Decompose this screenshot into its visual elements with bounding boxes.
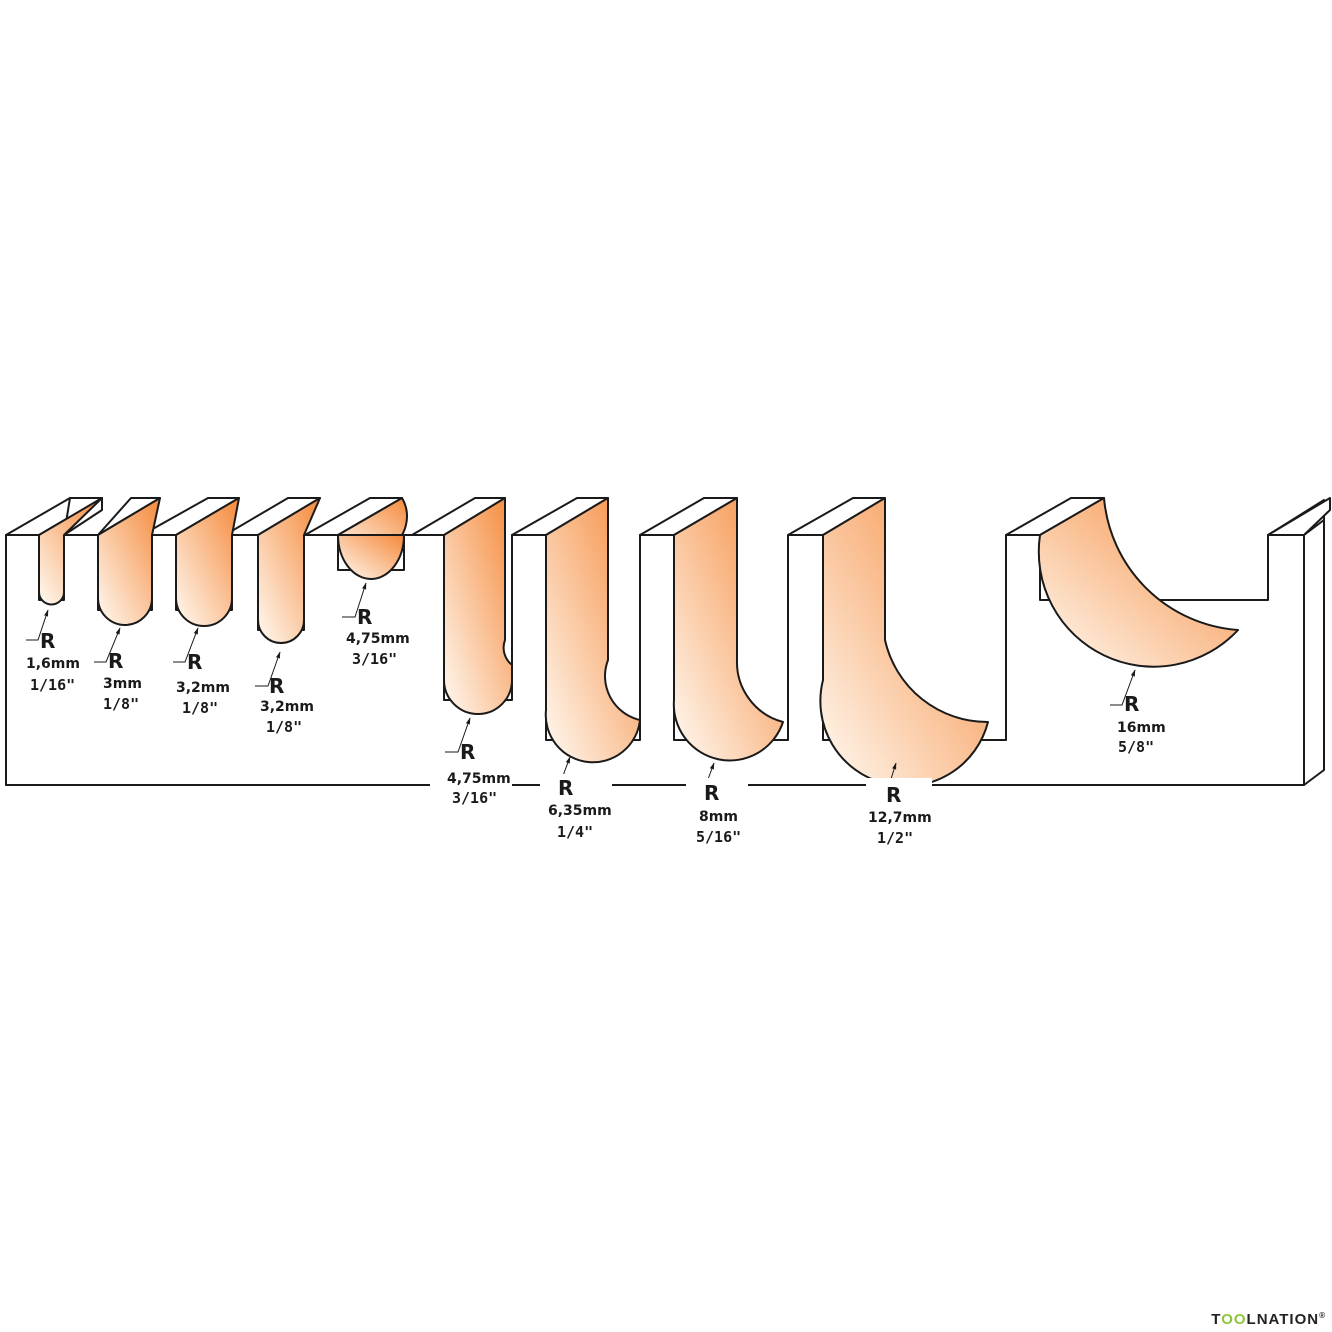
svg-text:3mm: 3mm (103, 676, 142, 692)
profile-9 (819, 497, 989, 788)
profile-6 (443, 497, 513, 715)
svg-text:1/2": 1/2" (877, 829, 913, 847)
svg-text:3,2mm: 3,2mm (176, 680, 230, 696)
svg-text:1/8": 1/8" (103, 695, 139, 713)
workpiece-right-side (1303, 519, 1325, 786)
svg-text:8mm: 8mm (699, 809, 738, 825)
svg-text:R: R (187, 650, 202, 674)
label-10: R 16mm 5/8" (1117, 692, 1166, 756)
svg-text:5/8": 5/8" (1118, 738, 1154, 756)
profile-7 (544, 497, 641, 764)
svg-text:R: R (558, 776, 573, 800)
label-1: R 1,6mm 1/16" (26, 629, 80, 694)
svg-text:1/8": 1/8" (266, 718, 302, 736)
profile-3 (175, 497, 240, 627)
label-4: R 3,2mm 1/8" (260, 674, 314, 736)
brand-text-pre: T (1211, 1311, 1222, 1328)
label-7: R 6,35mm 1/4" (540, 774, 612, 844)
svg-text:1/4": 1/4" (557, 823, 593, 841)
svg-text:1,6mm: 1,6mm (26, 656, 80, 672)
profile-10 (1037, 497, 1239, 668)
label-9: R 12,7mm 1/2" (866, 778, 932, 847)
profile-2 (97, 497, 161, 626)
profile-5-bowl (337, 534, 405, 580)
svg-text:1/16": 1/16" (30, 676, 75, 694)
profile-4 (257, 497, 321, 644)
brand-text-accent: OO (1221, 1311, 1247, 1328)
label-6: R 4,75mm 3/16" (430, 740, 512, 812)
svg-text:R: R (886, 783, 901, 807)
svg-text:16mm: 16mm (1117, 720, 1166, 736)
label-5: R 4,75mm 3/16" (346, 605, 410, 668)
svg-text:12,7mm: 12,7mm (868, 810, 932, 826)
svg-text:4,75mm: 4,75mm (447, 771, 511, 787)
svg-text:R: R (269, 674, 284, 698)
svg-text:R: R (704, 781, 719, 805)
svg-text:R: R (357, 605, 372, 629)
cut-profiles (38, 497, 1239, 788)
svg-text:1/8": 1/8" (182, 699, 218, 717)
label-2: R 3mm 1/8" (103, 649, 142, 713)
svg-text:R: R (40, 629, 55, 653)
svg-text:5/16": 5/16" (696, 828, 741, 846)
svg-text:4,75mm: 4,75mm (346, 631, 410, 647)
svg-text:R: R (1124, 692, 1139, 716)
brand-text-post: LNATION (1246, 1311, 1320, 1328)
brand-registered-mark: ® (1319, 1311, 1326, 1320)
svg-text:3/16": 3/16" (352, 650, 397, 668)
brand-logo: TOOLNATION® (1211, 1311, 1326, 1328)
profile-labels: R 1,6mm 1/16" R 3mm 1/8" R 3,2mm 1/8" R … (26, 605, 1166, 847)
label-3: R 3,2mm 1/8" (176, 650, 230, 717)
svg-text:R: R (108, 649, 123, 673)
profile-1 (38, 497, 103, 606)
svg-text:3,2mm: 3,2mm (260, 699, 314, 715)
profile-8 (672, 497, 784, 762)
svg-text:6,35mm: 6,35mm (548, 803, 612, 819)
label-8: R 8mm 5/16" (686, 778, 748, 846)
svg-text:R: R (460, 740, 475, 764)
svg-text:3/16": 3/16" (452, 789, 497, 807)
